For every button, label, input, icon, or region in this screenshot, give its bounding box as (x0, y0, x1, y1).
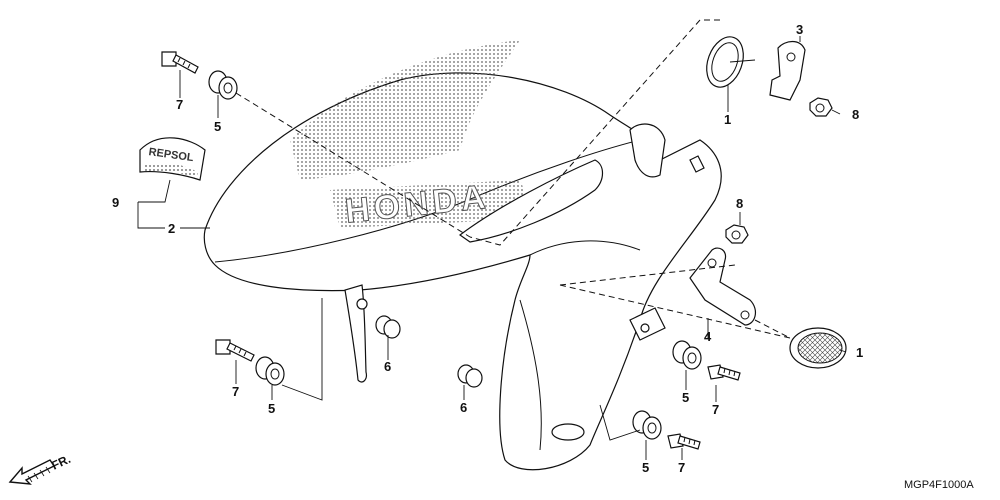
callout-7-left: 7 (232, 384, 239, 399)
collar-bottom (632, 410, 662, 440)
callout-2: 2 (168, 221, 175, 236)
front-arrow-icon (8, 459, 56, 485)
nut-top (809, 97, 833, 117)
callout-9: 9 (112, 195, 119, 210)
bolt-bottom-right (667, 433, 701, 450)
assembly-lines (235, 19, 791, 339)
collar-top-left (208, 70, 238, 100)
front-arrow-label: FR. (49, 452, 72, 473)
bolt-top-left (161, 51, 199, 74)
callout-4: 4 (704, 329, 712, 344)
callout-5-left: 5 (268, 401, 275, 416)
front-direction: FR. (8, 452, 73, 485)
callout-7-top: 7 (176, 97, 183, 112)
callout-5-mid: 5 (682, 390, 689, 405)
nut-middle (725, 224, 749, 244)
callout-6-left: 6 (384, 359, 391, 374)
reflector-bracket-lower (689, 247, 757, 326)
reflector-right (789, 327, 847, 369)
grommet-left (375, 315, 401, 339)
drawing-code: MGP4F1000A (904, 479, 974, 491)
bolt-middle-right (707, 364, 741, 381)
reflector-top (706, 36, 756, 88)
callout-5-top: 5 (214, 119, 221, 134)
reflector-bracket-top (769, 40, 806, 101)
callout-7-mid: 7 (712, 402, 719, 417)
grommet-bottom (457, 364, 483, 388)
collar-middle (672, 340, 702, 370)
collar-left (255, 356, 285, 386)
callouts: 7 5 9 2 7 5 6 6 5 7 5 7 4 1 3 8 8 1 (112, 22, 863, 475)
leader-lines (137, 36, 847, 460)
callout-1-top: 1 (724, 112, 731, 127)
bolt-left (215, 339, 255, 362)
callout-1-right: 1 (856, 345, 863, 360)
callout-3: 3 (796, 22, 803, 37)
repsol-sticker: REPSOL (139, 137, 206, 181)
callout-5-bottom: 5 (642, 460, 649, 475)
callout-8-top: 8 (852, 107, 859, 122)
callout-8-mid: 8 (736, 196, 743, 211)
callout-7-bottom: 7 (678, 460, 685, 475)
callout-6-bottom: 6 (460, 400, 467, 415)
